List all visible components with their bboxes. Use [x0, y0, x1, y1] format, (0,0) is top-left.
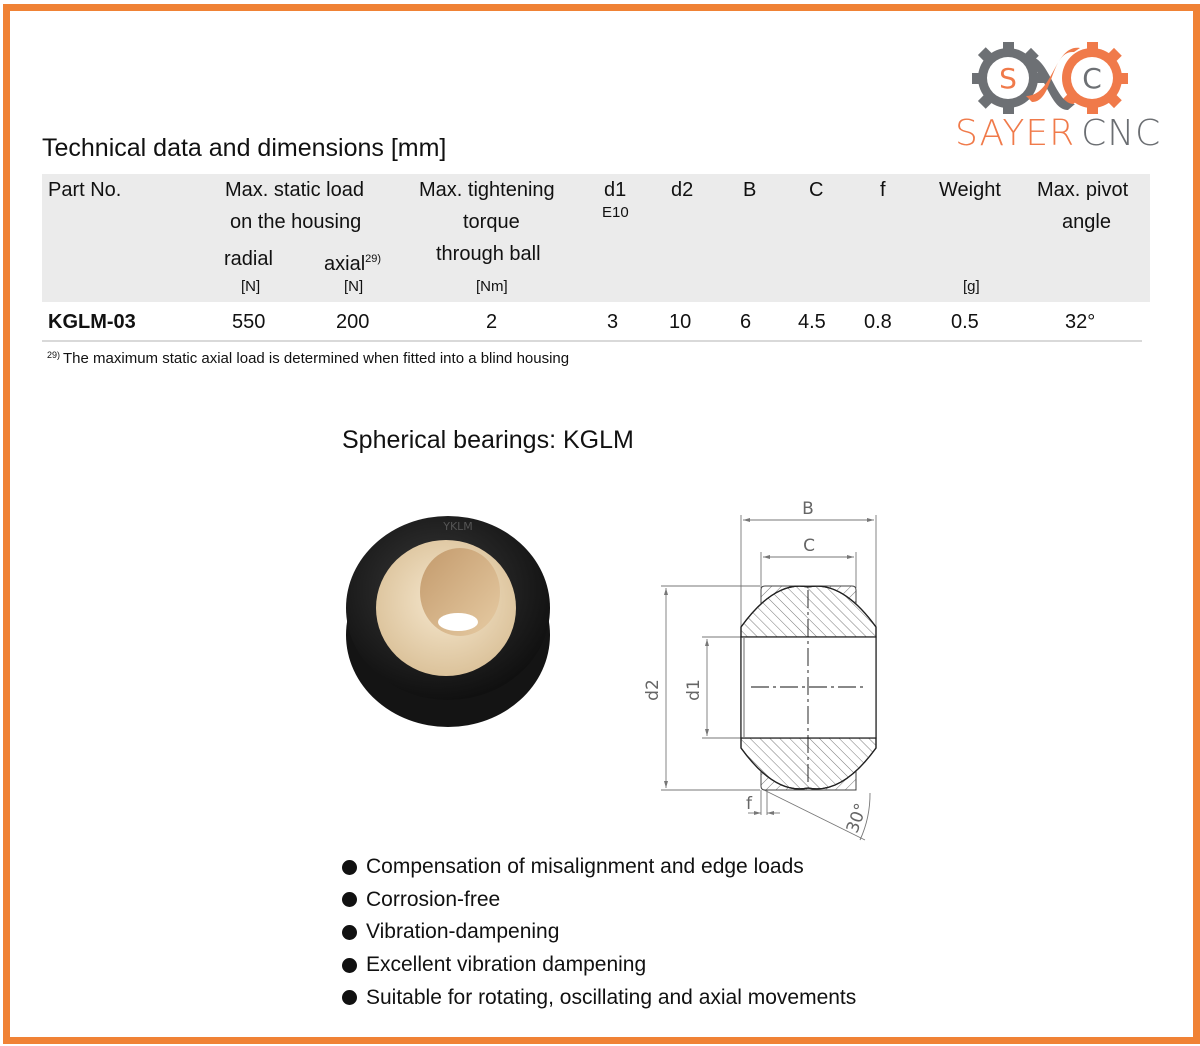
drawing-label-d2: d2: [643, 679, 663, 701]
cell-weight: 0.5: [951, 311, 979, 333]
header-b: B: [743, 179, 757, 201]
brand-name-cnc: CNC: [1081, 113, 1162, 154]
cell-axial: 200: [336, 311, 370, 333]
brand-name-sayer: SAYER: [955, 113, 1076, 154]
header-radial: radial: [224, 248, 273, 270]
drawing-label-f: f: [746, 794, 753, 814]
header-d1: d1: [604, 179, 627, 201]
cell-part-no: KGLM-03: [48, 311, 136, 333]
header-pivot-2: angle: [1062, 211, 1111, 233]
list-item: Suitable for rotating, oscillating and a…: [342, 981, 856, 1014]
header-pivot-1: Max. pivot: [1037, 179, 1129, 201]
bullet-icon: [342, 892, 357, 908]
list-item: Vibration-dampening: [342, 916, 856, 949]
cell-d2: 10: [669, 311, 692, 333]
bullet-icon: [342, 924, 357, 940]
footnote-text: The maximum static axial load is determi…: [63, 350, 570, 367]
header-f: f: [880, 179, 886, 201]
header-radial-unit: [N]: [241, 278, 261, 295]
bearing-dimension-drawing: B C d2 d1 f 30°: [643, 499, 877, 841]
drawing-label-b: B: [802, 499, 814, 519]
header-torque-3: through ball: [436, 243, 541, 265]
list-item: Compensation of misalignment and edge lo…: [342, 851, 856, 884]
bullet-icon: [342, 990, 357, 1006]
header-static-load-2: on the housing: [230, 211, 362, 233]
cell-d1: 3: [607, 311, 619, 333]
product-title: Spherical bearings: KGLM: [342, 426, 634, 454]
spherical-bearing-photo: YKLM: [346, 516, 550, 727]
drawing-label-c: C: [803, 536, 815, 556]
header-torque-2: torque: [463, 211, 520, 233]
list-item: Excellent vibration dampening: [342, 949, 856, 982]
table-header: Part No. Max. static load on the housing…: [42, 174, 1150, 302]
cell-f: 0.8: [864, 311, 892, 333]
cell-radial: 550: [232, 311, 266, 333]
header-weight-unit: [g]: [963, 278, 980, 295]
footnote: 29)The maximum static axial load is dete…: [47, 350, 569, 367]
header-static-load-1: Max. static load: [225, 179, 364, 201]
footnote-mark: 29): [47, 350, 61, 360]
cell-pivot-angle: 32°: [1065, 311, 1096, 333]
header-weight: Weight: [939, 179, 1001, 201]
header-axial-footnote-ref: 29): [365, 253, 382, 265]
svg-text:YKLM: YKLM: [442, 520, 473, 533]
svg-text:S: S: [999, 62, 1017, 95]
header-d2: d2: [671, 179, 694, 201]
header-d1-tolerance: E10: [602, 204, 629, 221]
tech-data-title: Technical data and dimensions [mm]: [42, 134, 447, 162]
svg-text:C: C: [1082, 62, 1102, 95]
drawing-label-d1: d1: [684, 679, 704, 701]
header-axial-unit: [N]: [344, 278, 364, 295]
header-c: C: [809, 179, 824, 201]
header-part-no: Part No.: [48, 179, 122, 201]
header-axial: axial29): [324, 253, 382, 275]
bullet-icon: [342, 957, 357, 973]
header-torque-unit: [Nm]: [476, 278, 508, 295]
orange-page-frame: [3, 4, 1200, 1044]
list-item: Corrosion-free: [342, 884, 856, 917]
drawing-label-angle: 30°: [843, 801, 872, 836]
cell-b: 6: [740, 311, 752, 333]
table-row: KGLM-03 550 200 2 3 10 6 4.5 0.8 0.5 32°: [42, 302, 1142, 342]
cell-torque: 2: [486, 311, 498, 333]
header-torque-1: Max. tightening: [419, 179, 555, 201]
cell-c: 4.5: [798, 311, 826, 333]
sayer-cnc-logo-icon: S C: [972, 42, 1128, 114]
bullet-icon: [342, 859, 357, 875]
feature-list: Compensation of misalignment and edge lo…: [342, 851, 856, 1014]
